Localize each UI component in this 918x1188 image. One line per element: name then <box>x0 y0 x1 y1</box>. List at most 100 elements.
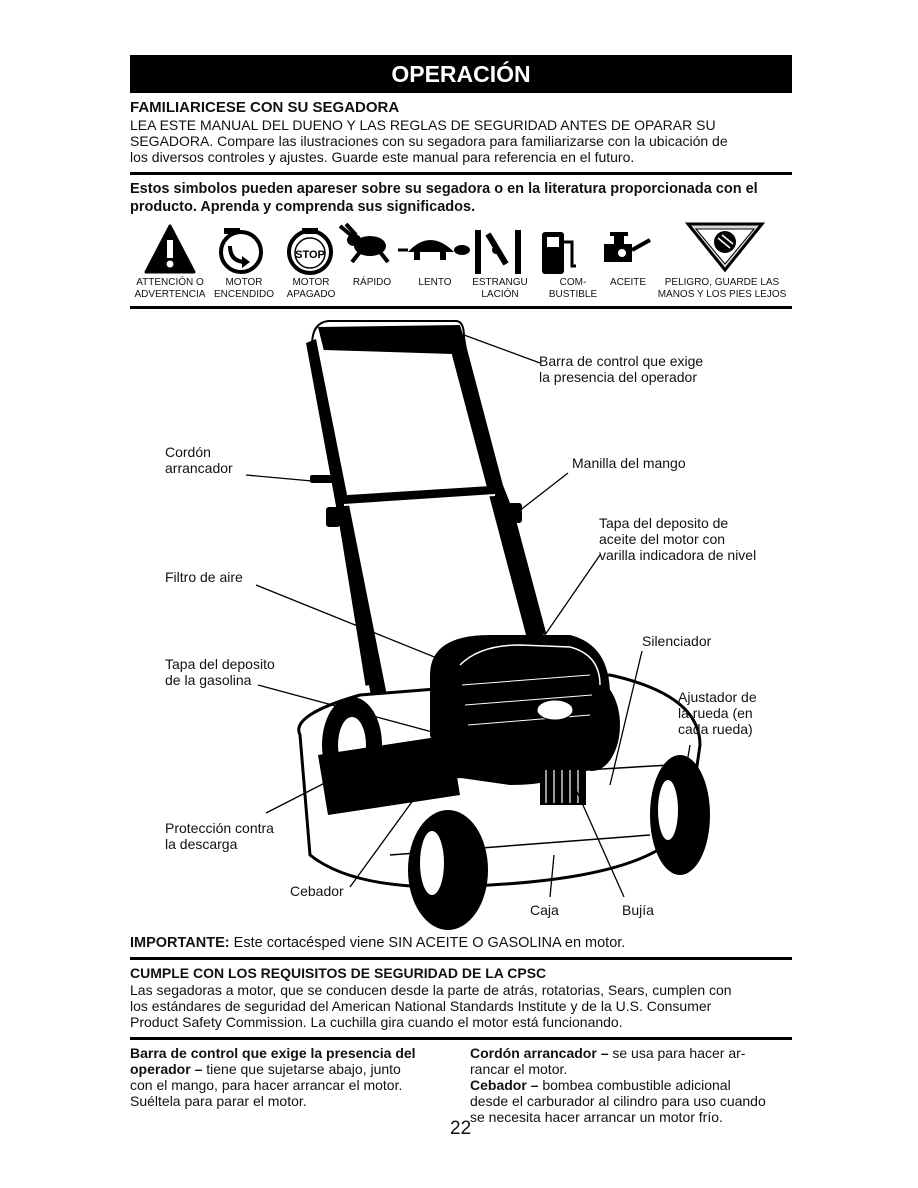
section-title-banner: OPERACIÓN <box>130 55 792 93</box>
symbol-label-line: LENTO <box>418 277 452 288</box>
label-handle-knob: Manilla del mango <box>572 455 686 471</box>
definition-text: desde el carburador al cilindro para uso… <box>470 1093 766 1109</box>
symbol-label-choke: ESTRANGU LACIÓN <box>466 277 534 301</box>
front-wheel <box>650 755 710 875</box>
callout-line <box>549 854 555 898</box>
cpsc-paragraph: Las segadoras a motor, que se conducen d… <box>130 982 810 1030</box>
front-wheel <box>408 810 488 930</box>
label-discharge-guard: Protección contra la descarga <box>165 820 274 852</box>
symbol-label-line: ESTRANGU <box>472 277 528 288</box>
intro-paragraph: LEA ESTE MANUAL DEL DUENO Y LAS REGLAS D… <box>130 117 810 165</box>
callout-line <box>255 584 475 674</box>
definition-term: Barra de control que exige la presencia … <box>130 1045 416 1061</box>
engine-stop-icon: STOP <box>287 228 333 275</box>
definition-text: tiene que sujetarse abajo, junto <box>202 1061 401 1077</box>
callout-line <box>257 684 437 734</box>
handle-knob <box>326 507 340 527</box>
symbol-label-line: ATTENCIÓN O <box>136 277 204 288</box>
label-primer: Cebador <box>290 883 344 899</box>
lawn-mower-illustration <box>245 320 710 930</box>
starter-handle <box>310 475 334 483</box>
label-gas-cap: Tapa del deposito de la gasolina <box>165 656 275 688</box>
caption-line: Caja <box>530 902 559 918</box>
label-air-filter: Filtro de aire <box>165 569 243 585</box>
engine <box>430 635 610 805</box>
gas-cap <box>434 729 462 745</box>
symbol-label-fast: RÁPIDO <box>342 277 402 289</box>
callout-line <box>265 764 361 814</box>
label-housing: Caja <box>530 902 559 918</box>
turtle-slow-icon <box>398 240 470 260</box>
caption-line: Cordón <box>165 444 211 460</box>
caption-line: la descarga <box>165 836 238 852</box>
symbol-label-fuel: COM- BUSTIBLE <box>540 277 606 301</box>
stop-glyph: STOP <box>295 249 325 261</box>
definition-text: rancar el motor. <box>470 1061 568 1077</box>
caption-line: aceite del motor con <box>599 531 726 547</box>
intro-line: los diversos controles y ajustes. Guarde… <box>130 149 635 165</box>
callout-line <box>463 334 541 364</box>
oil-can-icon <box>604 232 651 262</box>
symbol-label-line: LACIÓN <box>481 289 519 300</box>
definition-text: se necesita hacer arrancar un motor frío… <box>470 1109 723 1125</box>
symbol-label-line: BUSTIBLE <box>548 289 598 300</box>
symbol-label-line: PELIGRO, GUARDE LAS <box>664 277 780 288</box>
label-control-bar: Barra de control que exige la presencia … <box>539 353 703 385</box>
definition-term: Cebador – <box>470 1077 539 1093</box>
caption-line: Barra de control que exige <box>539 353 704 369</box>
symbol-label-engine-on: MOTOR ENCENDIDO <box>208 277 280 301</box>
definition-text: bombea combustible adicional <box>538 1077 731 1093</box>
important-label: IMPORTANTE: <box>130 935 230 951</box>
definition-control-bar: Barra de control que exige la presencia … <box>130 1045 450 1109</box>
symbols-row: STOP <box>144 222 766 275</box>
handle-knob <box>508 503 522 523</box>
cpsc-line: los estándares de seguridad del American… <box>130 998 712 1014</box>
caption-line: Bujía <box>622 902 654 918</box>
symbol-label-line: MOTOR <box>292 277 330 288</box>
label-starter-cord: Cordón arrancador <box>165 444 233 476</box>
discharge-guard <box>318 735 460 815</box>
caption-line: de la gasolina <box>165 672 252 688</box>
symbol-label-line: ACEITE <box>609 277 647 288</box>
symbol-label-line: RÁPIDO <box>352 277 392 288</box>
fuel-icon <box>542 232 576 274</box>
symbols-heading: Estos simbolos pueden apareser sobre su … <box>130 180 810 216</box>
cpsc-line: Product Safety Commission. La cuchilla g… <box>130 1014 623 1030</box>
caption-line: Tapa del deposito de <box>599 515 729 531</box>
hand-blade-danger-icon <box>684 222 766 273</box>
section-title: OPERACIÓN <box>391 61 531 87</box>
caption-line: arrancador <box>165 460 233 476</box>
callout-line <box>537 554 601 646</box>
definition-term: Cordón arrancador – <box>470 1045 609 1061</box>
callout-line <box>679 744 691 806</box>
caption-line: Filtro de aire <box>165 569 243 585</box>
callout-line <box>573 784 625 898</box>
intro-line: LEA ESTE MANUAL DEL DUENO Y LAS REGLAS D… <box>130 117 716 133</box>
caption-line: Manilla del mango <box>572 455 686 471</box>
symbol-label-warning: ATTENCIÓN O ADVERTENCIA <box>124 277 216 301</box>
caption-line: varilla indicadora de nivel <box>599 547 757 563</box>
definition-term: operador – <box>130 1061 203 1077</box>
callout-line <box>349 754 447 888</box>
definition-text: se usa para hacer ar- <box>608 1045 746 1061</box>
symbol-label-danger: PELIGRO, GUARDE LAS MANOS Y LOS PIES LEJ… <box>650 277 794 301</box>
choke-icon <box>475 230 521 274</box>
divider <box>130 172 792 175</box>
caption-line: Silenciador <box>642 633 712 649</box>
intro-line: SEGADORA. Compare las ilustraciones con … <box>130 133 728 149</box>
callout-line <box>609 650 643 786</box>
symbol-label-engine-stop: MOTOR APAGADO <box>278 277 344 301</box>
symbol-label-line: APAGADO <box>286 289 336 300</box>
symbol-label-line: MOTOR <box>225 277 263 288</box>
label-spark-plug: Bujía <box>622 902 654 918</box>
definition-text: con el mango, para hacer arrancar el mot… <box>130 1077 403 1093</box>
engine-on-icon <box>219 228 263 274</box>
symbols-heading-line: Estos simbolos pueden apareser sobre su … <box>130 181 758 197</box>
caption-line: Protección contra <box>165 820 274 836</box>
warning-icon <box>144 224 196 274</box>
definition-starter-primer: Cordón arrancador – se usa para hacer ar… <box>470 1045 800 1125</box>
symbols-heading-line: producto. Aprenda y comprenda sus signif… <box>130 199 476 215</box>
caption-line: Tapa del deposito <box>165 656 275 672</box>
symbol-label-line: ENCENDIDO <box>213 289 274 300</box>
cpsc-line: Las segadoras a motor, que se conducen d… <box>130 982 732 998</box>
